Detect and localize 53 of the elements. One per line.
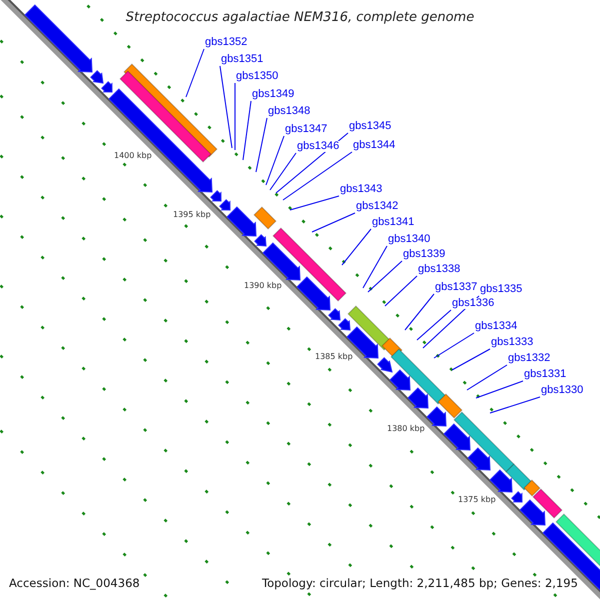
gene-label: gbs1343 — [340, 184, 382, 195]
gene-label: gbs1332 — [508, 353, 550, 364]
scale-label: 1390 kbp — [244, 282, 282, 290]
gene-label: gbs1330 — [541, 385, 584, 396]
leader-line — [384, 276, 418, 306]
leader-line — [490, 396, 540, 414]
leader-line — [290, 196, 340, 210]
gene-label: gbs1334 — [475, 321, 518, 332]
gene-label: gbs1340 — [388, 234, 430, 245]
scale-label: 1395 kbp — [173, 211, 211, 219]
leader-line — [434, 332, 474, 358]
gene-label: gbs1345 — [349, 121, 392, 132]
scale-label: 1400 kbp — [114, 152, 152, 160]
leader-line — [312, 212, 356, 232]
gene-label: gbs1342 — [356, 201, 398, 212]
leader-line — [342, 228, 372, 266]
leader-line — [404, 294, 434, 330]
scale-label: 1385 kbp — [315, 353, 353, 361]
leader-line — [242, 100, 252, 160]
gene-label: gbs1336 — [452, 298, 494, 309]
leader-line — [362, 246, 388, 288]
gene-label: gbs1344 — [353, 140, 396, 151]
gene-label: gbs1339 — [403, 249, 446, 260]
gene-label: gbs1346 — [297, 141, 340, 152]
leader-line — [452, 348, 490, 370]
scale-label: 1380 kbp — [387, 425, 425, 433]
leader-line — [256, 118, 268, 172]
leader-line — [186, 48, 204, 98]
gene-label: gbs1350 — [236, 71, 278, 82]
gene-label: gbs1351 — [221, 54, 264, 65]
leader-line — [368, 260, 402, 292]
gene-label: gbs1341 — [372, 217, 414, 228]
leader-line — [266, 136, 284, 186]
gene-label: gbs1352 — [205, 37, 248, 48]
leader-line — [466, 364, 508, 390]
gene-label: gbs1331 — [524, 369, 566, 380]
leader-line — [234, 82, 236, 150]
leader-line — [270, 152, 296, 190]
scale-label: 1375 kbp — [458, 496, 496, 504]
gene-label: gbs1347 — [285, 124, 328, 135]
leader-line — [476, 380, 524, 398]
gene-label: gbs1349 — [252, 89, 294, 100]
gene-label: gbs1333 — [491, 337, 534, 348]
leader-line — [416, 310, 452, 340]
leader-line — [282, 152, 352, 200]
gene-label: gbs1338 — [418, 264, 460, 275]
leader-line — [220, 66, 232, 148]
title: Streptococcus agalactiae NEM316, complete genome — [124, 11, 476, 24]
footer-text: Topology: circular; Length: 2,211,485 bp; Genes: 2,195 — [262, 577, 578, 590]
gene-label: gbs1337 — [435, 282, 478, 293]
footer-text: Accession: NC_004368 — [9, 577, 140, 590]
gene-label: gbs1348 — [268, 106, 310, 117]
gene-label: gbs1335 — [480, 284, 522, 295]
